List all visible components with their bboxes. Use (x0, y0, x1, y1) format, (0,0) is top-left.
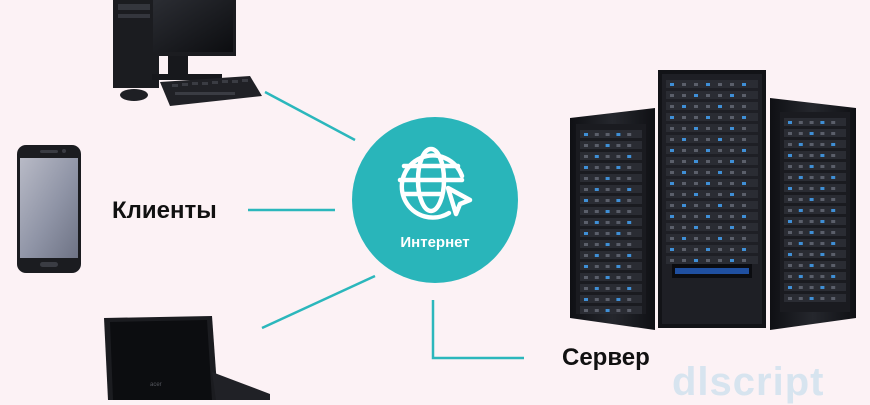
svg-text:acer: acer (150, 382, 162, 388)
laptop-icon: acer (104, 316, 270, 400)
server-label: Сервер (562, 344, 650, 371)
globe-cursor-icon (397, 146, 473, 220)
line-laptop-internet (261, 274, 376, 330)
clients-label: Клиенты (112, 197, 217, 224)
internet-label: Интернет (400, 234, 470, 251)
connector-lines (248, 90, 524, 360)
server-racks-icon (570, 70, 856, 330)
internet-node (352, 117, 518, 283)
smartphone-icon (17, 145, 81, 273)
rack-detail-lights (580, 80, 846, 314)
line-desktop-internet (264, 90, 356, 142)
line-internet-server (431, 300, 524, 360)
desktop-computer-icon (113, 0, 262, 106)
watermark-logo: dlscript (672, 360, 825, 404)
